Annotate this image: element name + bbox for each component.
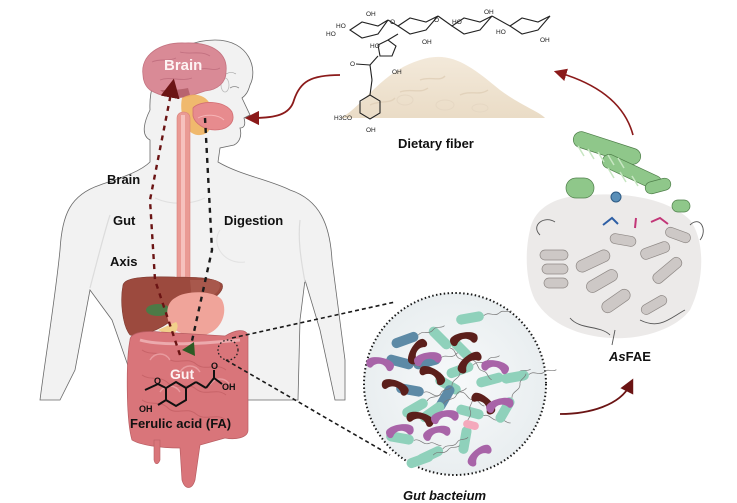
gut-bacteria-panel	[363, 292, 557, 476]
svg-text:OH: OH	[484, 9, 494, 16]
ferulic-acid-label: Ferulic acid (FA)	[130, 416, 232, 431]
dietary-fiber-label: Dietary fiber	[398, 136, 474, 151]
enzyme-to-fiber-arrow	[553, 68, 634, 136]
digestion-arrowhead	[182, 342, 195, 356]
pink-bacterium	[463, 419, 479, 431]
curved-bacterium	[366, 357, 394, 372]
svg-text:O: O	[434, 17, 439, 24]
fa-acid-oh-label: OH	[222, 382, 236, 392]
stomach	[167, 292, 225, 336]
axis-label-brain: Brain	[107, 172, 141, 187]
zoom-origin-circle	[217, 339, 239, 361]
svg-text:OH: OH	[422, 39, 432, 46]
curved-bacterium	[481, 360, 509, 375]
enzyme-label: AsFAE	[609, 350, 651, 363]
bacteria-to-enzyme-arrow	[559, 378, 634, 415]
svg-text:OH: OH	[366, 11, 376, 18]
gut-organ-label: Gut	[170, 366, 195, 382]
svg-text:OH: OH	[540, 37, 550, 44]
axis-label-gut: Gut	[113, 213, 136, 228]
curved-bacterium	[419, 366, 446, 386]
curved-bacterium	[406, 411, 434, 427]
fiber-to-mouth-arrow	[244, 74, 341, 126]
rod-bacterium	[391, 325, 445, 349]
curved-bacterium	[423, 425, 451, 441]
arabinoxylan-structure	[349, 15, 551, 120]
svg-text:HO: HO	[370, 43, 380, 50]
ferulic-acid-structure	[144, 370, 223, 408]
enzyme-label-name: FAE	[625, 349, 651, 364]
digestion-arrow	[188, 117, 214, 351]
curved-bacterium	[450, 332, 478, 347]
asfae-protein-structure	[526, 131, 704, 346]
fiber-powder	[340, 56, 545, 118]
zoom-line-bottom	[225, 359, 391, 456]
svg-text:HO: HO	[452, 19, 462, 26]
fa-carbonyl-o-label: O	[211, 361, 218, 371]
fa-phenol-oh-label: OH	[139, 404, 153, 414]
svg-text:OH: OH	[392, 69, 402, 76]
curved-bacterium	[381, 379, 409, 396]
svg-text:O: O	[390, 19, 395, 26]
svg-text:OH: OH	[366, 127, 376, 134]
fiber-atom-labels: HO HO OH HO O O OH HO OH OH O HO OH H3CO…	[326, 9, 550, 134]
curved-bacterium	[431, 410, 459, 425]
gut-bacterium-label: Gut bacteium	[403, 488, 487, 503]
rod-bacterium	[402, 386, 452, 418]
svg-text:O: O	[350, 61, 355, 68]
curved-bacterium	[486, 397, 514, 413]
axis-label-axis: Axis	[110, 254, 138, 269]
digestion-label: Digestion	[224, 213, 284, 228]
svg-text:HO: HO	[326, 31, 336, 38]
rod-bacterium	[406, 445, 460, 469]
curved-bacterium	[414, 352, 442, 367]
svg-text:H3CO: H3CO	[334, 115, 352, 122]
rod-bacterium	[456, 310, 512, 325]
curved-bacterium	[457, 351, 482, 374]
bacteria-cluster	[366, 310, 557, 469]
svg-text:HO: HO	[336, 23, 346, 30]
brain-organ-label: Brain	[164, 57, 203, 74]
curved-bacterium	[408, 338, 428, 365]
rod-bacterium	[501, 369, 557, 384]
fa-o-label: O	[154, 376, 161, 386]
intestines	[126, 330, 249, 488]
svg-text:HO: HO	[496, 29, 506, 36]
curved-bacterium	[386, 424, 414, 439]
body-silhouette	[39, 39, 346, 401]
enzyme-label-species: As	[609, 349, 626, 364]
curved-bacterium	[467, 444, 492, 467]
